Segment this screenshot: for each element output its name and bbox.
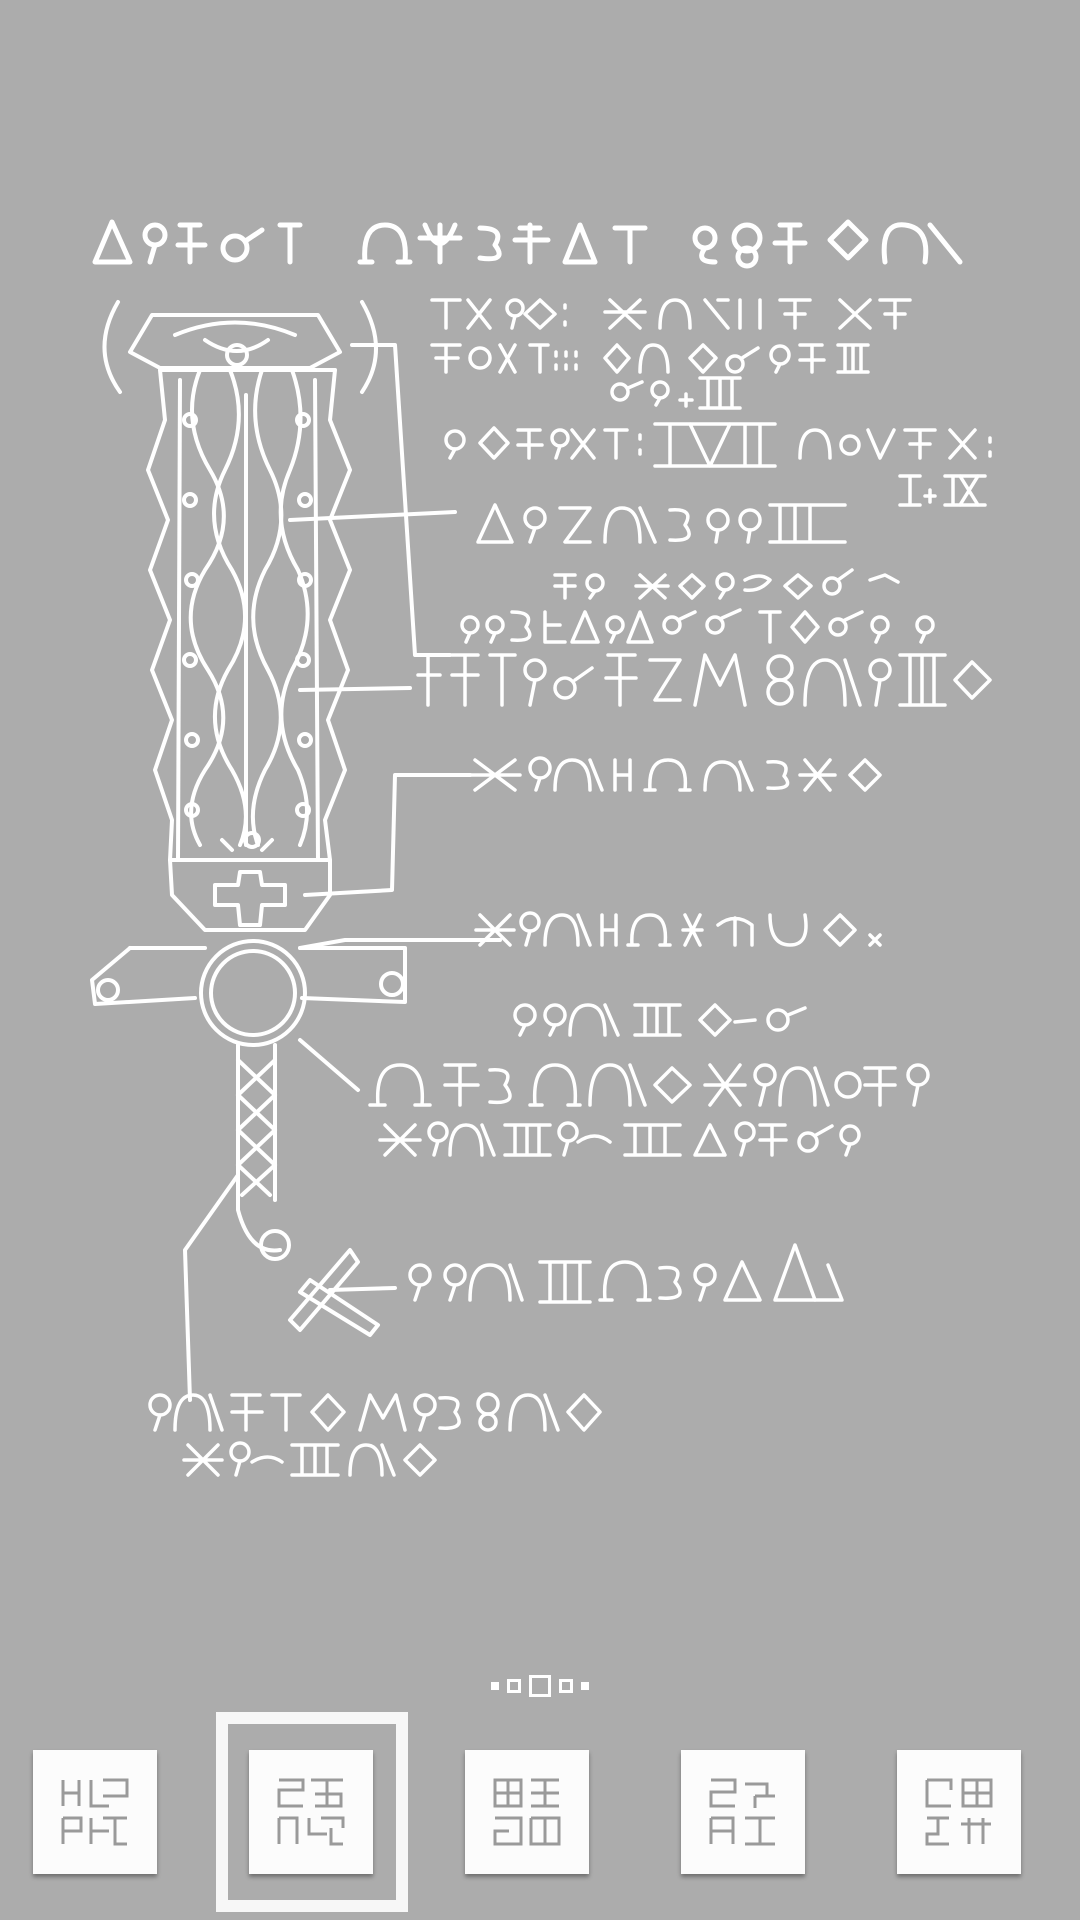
page-dot-current[interactable] <box>529 1675 551 1697</box>
sword-pommel <box>128 313 342 370</box>
glyph-tile-2-icon <box>277 1778 345 1846</box>
sword-crossguard <box>90 938 502 1047</box>
sword-diagram <box>90 219 992 1477</box>
sword-guard-top <box>168 773 472 932</box>
thumbnail-strip <box>0 1712 1080 1920</box>
glyph-tile-5[interactable] <box>897 1750 1021 1874</box>
glyph-tile-3[interactable] <box>465 1750 589 1874</box>
glyph-tile-3-icon <box>493 1778 561 1846</box>
page-indicator <box>0 1672 1080 1700</box>
selection-frame <box>216 1712 408 1912</box>
glyph-tile-5-icon <box>925 1778 993 1846</box>
page-dot[interactable] <box>559 1679 573 1693</box>
page-dot[interactable] <box>491 1682 499 1690</box>
sword-grip <box>236 1038 360 1261</box>
glyph-tile-1[interactable] <box>33 1750 157 1874</box>
glyph-tile-2[interactable] <box>249 1750 373 1874</box>
glyph-tile-4[interactable] <box>681 1750 805 1874</box>
title-glyphs <box>92 219 963 269</box>
page-dot[interactable] <box>507 1679 521 1693</box>
annotation-glyphs <box>148 298 992 1477</box>
sword-tail <box>288 1248 397 1337</box>
sword-body <box>146 368 352 862</box>
page-dot[interactable] <box>581 1682 589 1690</box>
glyph-tile-4-icon <box>709 1778 775 1846</box>
glyph-tile-1-icon <box>61 1778 129 1846</box>
